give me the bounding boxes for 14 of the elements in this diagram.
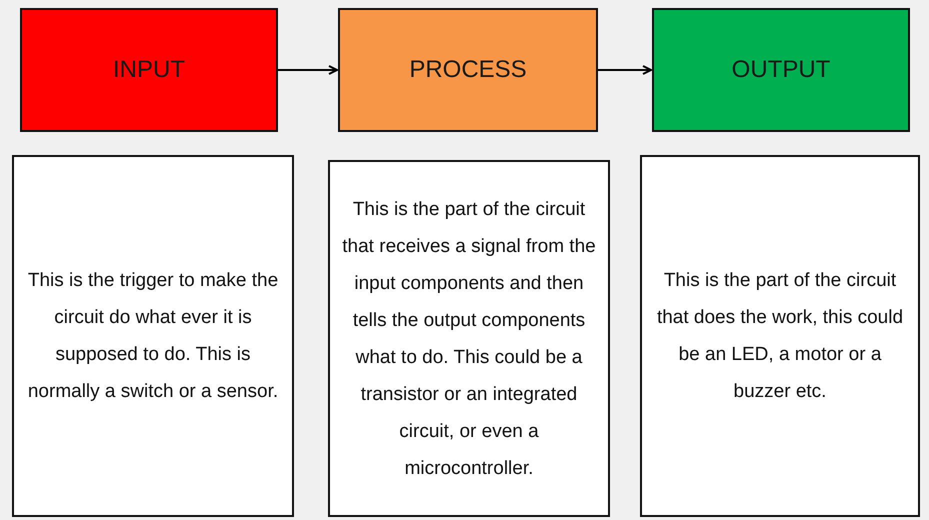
stage-title: PROCESS <box>409 55 527 85</box>
description-box <box>640 155 920 517</box>
stage-box <box>652 8 910 132</box>
stage-box <box>338 8 598 132</box>
stage-title: INPUT <box>113 55 185 85</box>
description-text: This is the part of the circuit that does the work, this could be an LED, a motor or a buzzer etc. <box>656 269 904 404</box>
arrow <box>278 65 338 75</box>
description-text: This is the part of the circuit that receives a signal from the input components and then tells the output components what to do. This could be a transistor or an integrated circuit, or even a microcontroller. <box>342 198 596 480</box>
description-text: This is the trigger to make the circuit do what ever it is supposed to do. This is normally a switch or a sensor. <box>26 269 280 404</box>
description-box <box>12 155 294 517</box>
stage-title: OUTPUT <box>732 55 830 85</box>
description-box <box>328 160 610 517</box>
stage-box <box>20 8 278 132</box>
arrow <box>598 65 652 75</box>
